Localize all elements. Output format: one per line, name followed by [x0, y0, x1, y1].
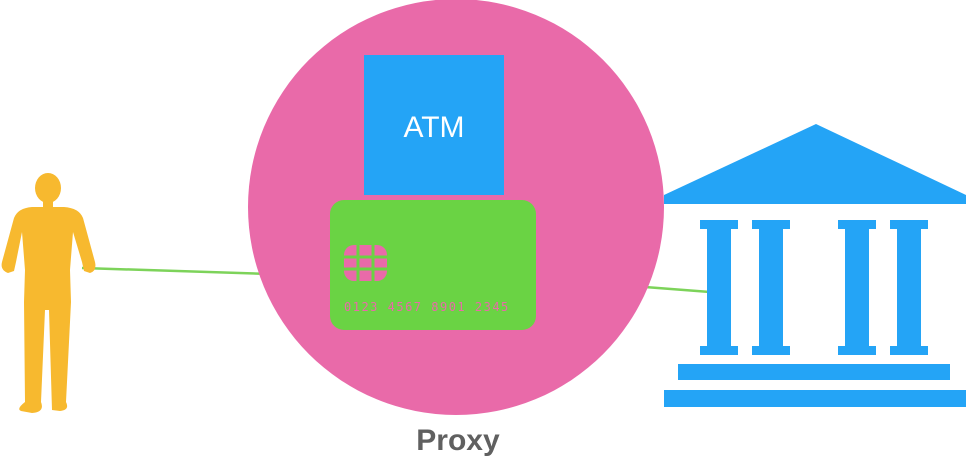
card-chip-icon [344, 245, 387, 281]
proxy-to-bank-line [644, 285, 711, 294]
bank-icon [664, 124, 966, 407]
card-number: 0123 4567 8901 2345 [344, 300, 510, 314]
atm-label: ATM [403, 111, 464, 144]
person-icon [1, 173, 96, 413]
atm-box: ATM [364, 55, 504, 195]
person-to-proxy-line [81, 266, 271, 276]
proxy-label: Proxy [416, 424, 500, 457]
credit-card: 0123 4567 8901 2345 [330, 200, 536, 330]
